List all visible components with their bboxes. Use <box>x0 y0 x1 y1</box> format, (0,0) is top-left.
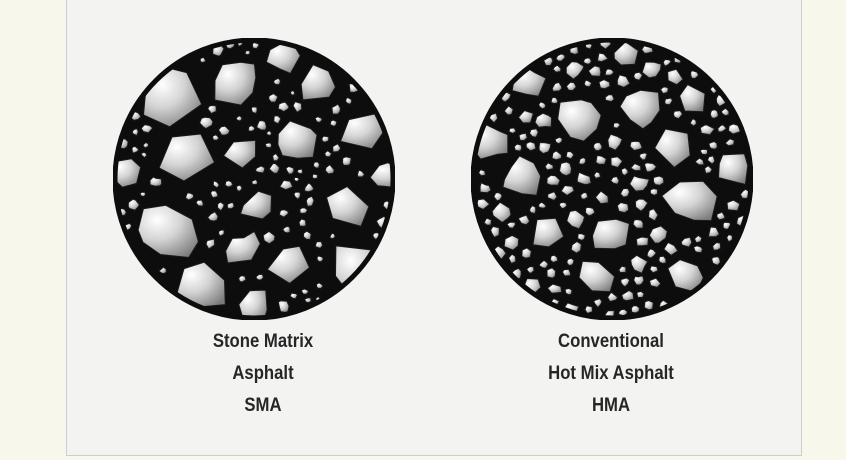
hma-fine-stone <box>593 143 602 151</box>
sma-fine-stone <box>211 191 219 198</box>
sma-fine-stone <box>301 289 308 295</box>
hma-fine-stone <box>567 258 574 265</box>
sma-fine-stone <box>278 301 289 313</box>
hma-fine-stone <box>547 268 556 278</box>
sma-fine-stone <box>315 242 323 249</box>
sma-fine-stone <box>290 91 295 96</box>
hma-fine-stone <box>650 189 657 196</box>
sma-fine-stone <box>150 177 162 186</box>
sma-fine-stone <box>237 185 243 191</box>
sma-fine-stone <box>227 203 234 209</box>
sma-fine-stone <box>245 50 250 55</box>
sma-fine-stone <box>300 208 308 214</box>
hma-fine-stone <box>634 276 644 285</box>
hma-fine-stone <box>710 110 718 119</box>
hma-fine-stone <box>514 144 522 151</box>
hma-coarse-stone <box>592 219 629 249</box>
sma-fine-stone <box>322 136 329 142</box>
hma-fine-stone <box>578 234 586 241</box>
sma-caption-line-3: SMA <box>157 390 368 422</box>
sma-caption: Stone Matrix Asphalt SMA <box>157 326 368 422</box>
sma-fine-stone <box>312 174 318 179</box>
hma-fine-stone <box>562 269 570 276</box>
sma-fine-stone <box>200 57 205 62</box>
sma-fine-stone <box>299 219 306 227</box>
hma-fine-stone <box>653 176 664 185</box>
hma-fine-stone <box>617 203 628 213</box>
sma-fine-stone <box>248 126 255 132</box>
hma-caption-line-1: Conventional <box>505 326 716 358</box>
hma-fine-stone <box>585 306 593 314</box>
hma-fine-stone <box>694 246 703 253</box>
hma-fine-stone <box>636 237 648 246</box>
sma-fine-stone <box>343 157 352 166</box>
hma-caption: Conventional Hot Mix Asphalt HMA <box>505 326 716 422</box>
sma-fine-stone <box>330 120 337 127</box>
hma-fine-stone <box>559 162 571 176</box>
sma-fine-stone <box>251 107 257 114</box>
hma-fine-stone <box>709 142 718 150</box>
sma-fine-stone <box>266 131 271 136</box>
hma-fine-stone <box>565 288 572 294</box>
sma-fine-stone <box>313 162 319 168</box>
sma-fine-stone <box>140 192 145 196</box>
hma-caption-line-3: HMA <box>505 390 716 422</box>
hma-aggregate-circle <box>471 38 753 320</box>
sma-fine-stone <box>256 274 263 280</box>
hma-fine-stone <box>584 58 592 65</box>
sma-caption-line-1: Stone Matrix <box>157 326 368 358</box>
hma-fine-stone <box>644 301 653 310</box>
hma-caption-line-2: Hot Mix Asphalt <box>505 358 716 390</box>
figure-frame: Stone Matrix Asphalt SMA Conventional Ho… <box>66 0 802 456</box>
hma-fine-stone <box>631 306 639 313</box>
sma-fine-stone <box>257 121 267 130</box>
sma-fine-stone <box>306 196 314 206</box>
sma-caption-line-2: Asphalt <box>157 358 368 390</box>
hma-fine-stone <box>605 95 614 102</box>
sma-fine-stone <box>265 143 271 148</box>
sma-fine-stone <box>317 256 323 262</box>
sma-aggregate-circle <box>113 38 395 320</box>
